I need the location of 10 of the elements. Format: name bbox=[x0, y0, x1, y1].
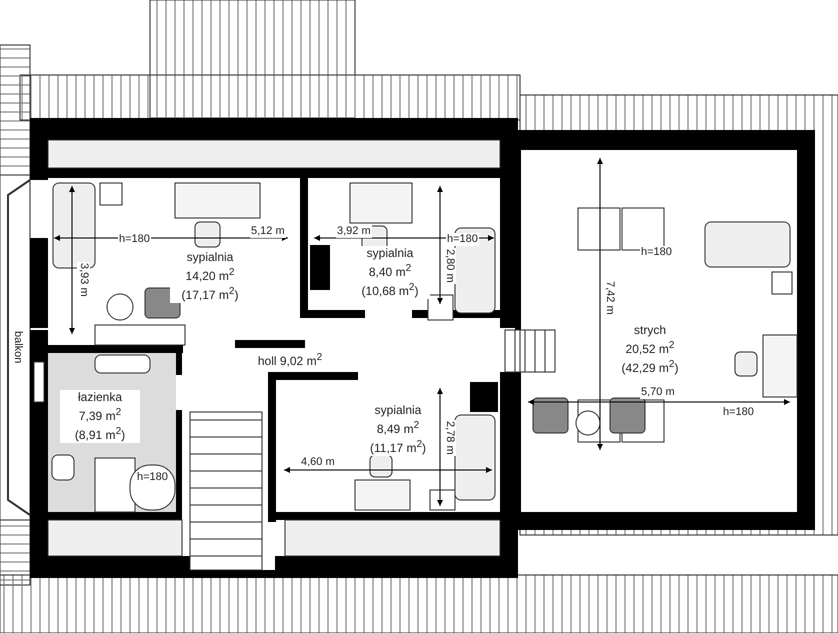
dimension-label: 5,70 m bbox=[640, 386, 676, 399]
room-label: łazienka 7,39 m$^{2}$ (8,91 m$^{2}$) bbox=[60, 390, 140, 443]
dimension-label: 4,60 m bbox=[300, 456, 336, 469]
dimension-label: 2,80 m bbox=[443, 248, 456, 284]
dimension-label: 7,42 m bbox=[603, 280, 616, 316]
dimension-label: 3,93 m bbox=[77, 262, 90, 298]
dimension-label: 2,78 m bbox=[443, 420, 456, 456]
dimension-label: 3,92 m bbox=[336, 225, 372, 238]
ceiling-height-label: h=180 bbox=[446, 233, 479, 246]
dimension-label: 5,12 m bbox=[250, 225, 286, 238]
